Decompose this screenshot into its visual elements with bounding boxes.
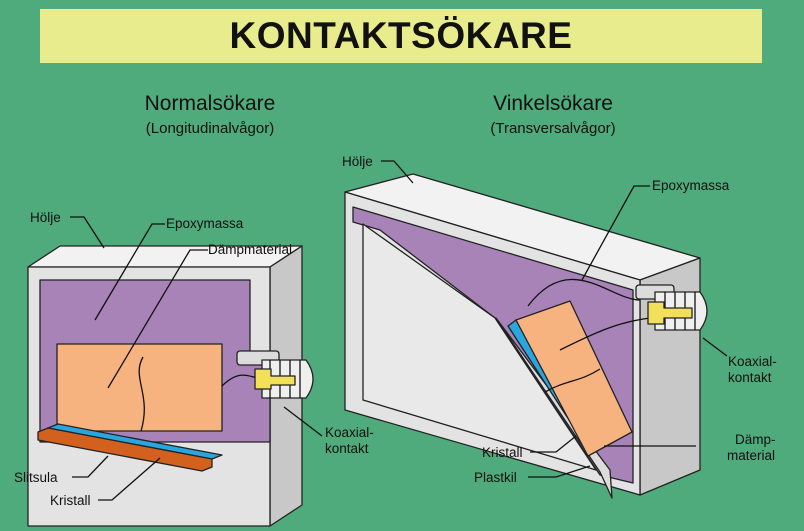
left-label-coax-2: kontakt [325, 441, 369, 456]
left-label-epoxy: Epoxymassa [166, 216, 244, 231]
right-label-housing: Hölje [342, 154, 373, 169]
right-label-damping-1: Dämp- [735, 432, 776, 447]
left-label-damping: Dämpmaterial [208, 242, 292, 257]
right-subheading: (Transversalvågor) [490, 120, 615, 137]
normal-probe: Normalsökare (Longitudinalvågor) [14, 92, 374, 526]
right-label-epoxy: Epoxymassa [652, 178, 730, 193]
right-label-crystal: Kristall [482, 445, 523, 460]
angle-probe: Vinkelsökare (Transversalvågor) [342, 92, 777, 498]
left-subheading: (Longitudinalvågor) [146, 120, 274, 137]
left-label-crystal: Kristall [50, 493, 91, 508]
right-label-damping-2: material [727, 448, 775, 463]
right-label-coax-2: kontakt [728, 370, 772, 385]
left-label-housing: Hölje [30, 210, 61, 225]
right-label-coax-1: Koaxial- [728, 354, 777, 369]
left-damping [57, 344, 222, 431]
left-heading: Normalsökare [145, 92, 276, 115]
right-label-wedge: Plastkil [474, 470, 517, 485]
left-label-coax-1: Koaxial- [325, 425, 374, 440]
left-housing-leader [70, 217, 104, 248]
right-coax-leader [703, 338, 727, 356]
right-heading: Vinkelsökare [493, 92, 613, 115]
left-label-slit: Slitsula [14, 470, 58, 485]
